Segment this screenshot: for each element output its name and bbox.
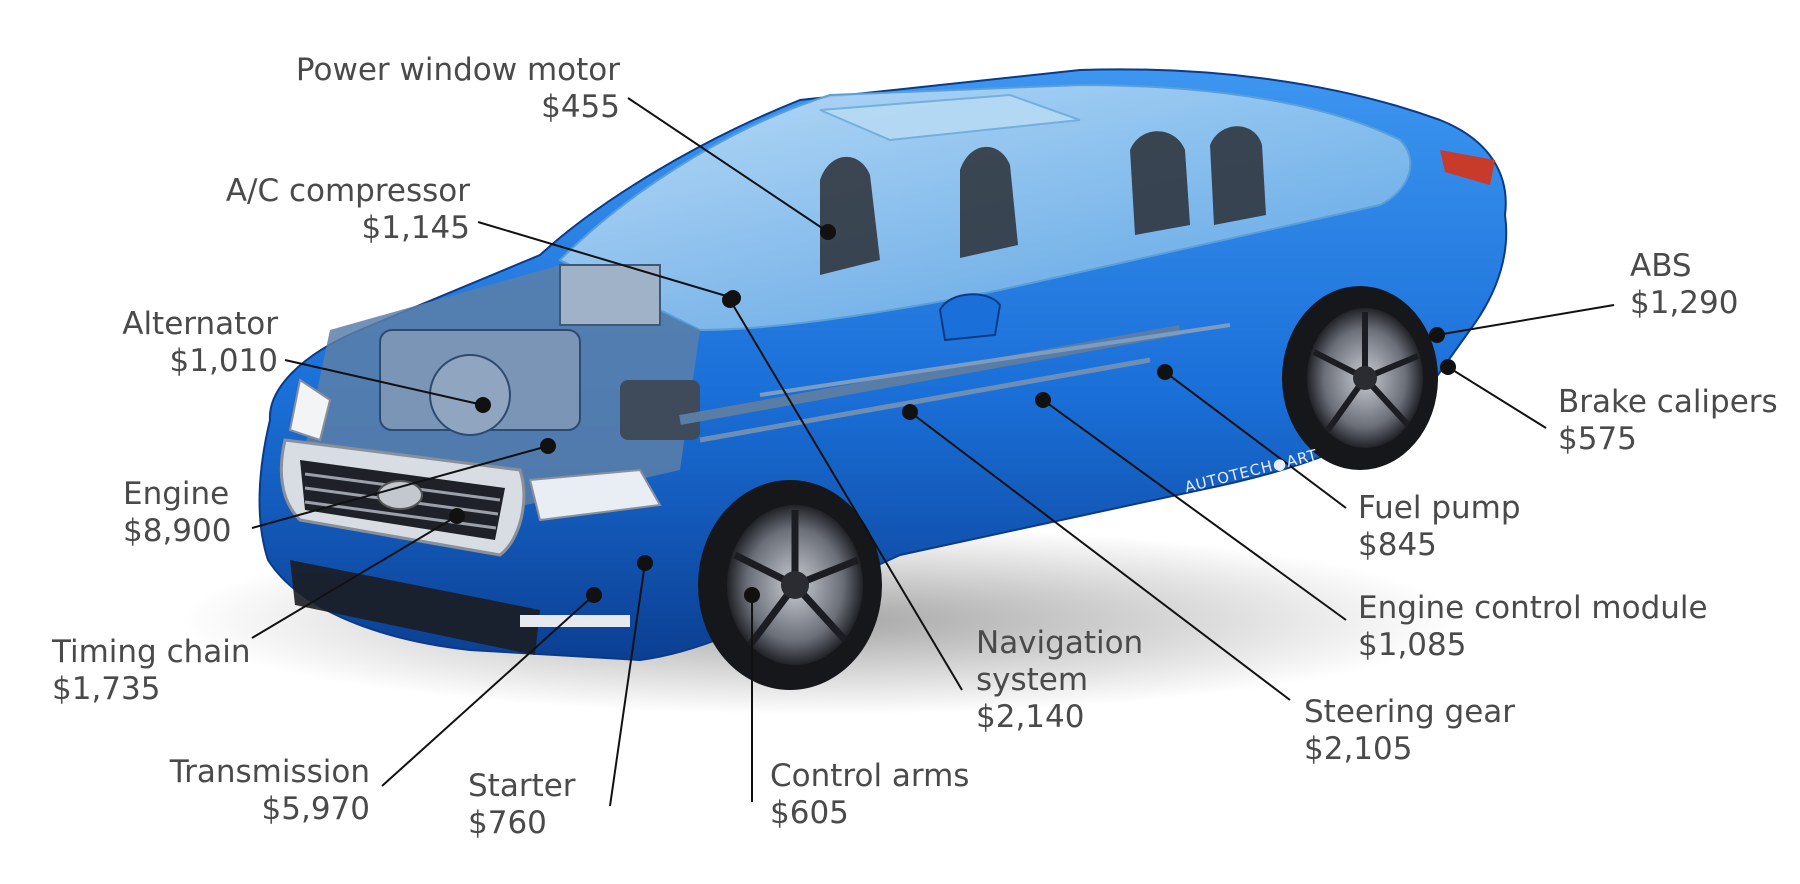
engine-label: Engine$8,900 — [123, 476, 231, 550]
leader-lines — [251, 97, 1615, 807]
ac-compressor-price: $1,145 — [361, 210, 470, 246]
engine-marker-dot — [540, 438, 556, 454]
timing-chain-leader-line — [251, 515, 458, 639]
tail-light — [1440, 150, 1495, 185]
brake-calipers-marker-dot — [1440, 359, 1456, 375]
fuel-pump-leader-line — [1164, 371, 1347, 509]
navigation-system-leader-line — [729, 299, 963, 691]
ac-compressor-label: A/C compressor$1,145 — [226, 173, 470, 247]
power-window-motor-label: Power window motor$455 — [296, 52, 620, 126]
alternator-leader-line — [284, 359, 484, 406]
navigation-system-name-line-1: Navigation — [976, 625, 1144, 661]
engine-control-module-price: $1,085 — [1358, 627, 1467, 663]
abs-label: ABS$1,290 — [1630, 248, 1738, 322]
starter-name: Starter — [468, 768, 576, 804]
sunroof — [819, 93, 1081, 142]
starter-label: Starter$760 — [468, 768, 576, 842]
transmission-price: $5,970 — [261, 791, 370, 827]
brake-calipers-leader-line — [1447, 366, 1547, 429]
starter-leader-line — [609, 562, 646, 807]
fuel-pump-name: Fuel pump — [1358, 490, 1521, 526]
fuel-pump-price: $845 — [1358, 527, 1437, 563]
control-arms-name: Control arms — [770, 758, 970, 794]
navigation-system-marker-dot — [722, 292, 738, 308]
fuel-pump-marker-dot — [1157, 364, 1173, 380]
ac-compressor-leader-line — [477, 221, 734, 299]
engine-control-module-name: Engine control module — [1358, 590, 1708, 626]
timing-chain-name: Timing chain — [52, 634, 251, 670]
transmission-marker-dot — [586, 587, 602, 603]
timing-chain-price: $1,735 — [52, 671, 161, 707]
abs-leader-line — [1436, 304, 1615, 336]
power-window-motor-marker-dot — [820, 224, 836, 240]
steering-gear-name: Steering gear — [1304, 694, 1516, 730]
navigation-system-price: $2,140 — [976, 699, 1085, 735]
abs-marker-dot — [1429, 327, 1445, 343]
abs-price: $1,290 — [1630, 285, 1739, 321]
abs-name: ABS — [1630, 248, 1692, 284]
engine-control-module-label: Engine control module$1,085 — [1358, 590, 1708, 664]
seats — [820, 126, 1266, 275]
navigation-system-name-line-2: system — [976, 662, 1089, 698]
ac-compressor-name: A/C compressor — [225, 173, 470, 209]
fuel-pump-label: Fuel pump$845 — [1358, 490, 1521, 564]
brake-calipers-label: Brake calipers$575 — [1558, 384, 1778, 458]
engine-price: $8,900 — [123, 513, 232, 549]
control-arms-marker-dot — [744, 587, 760, 603]
power-window-motor-leader-line — [627, 97, 829, 233]
alternator-label: Alternator$1,010 — [122, 306, 278, 380]
front-wheel — [698, 480, 882, 690]
control-arms-price: $605 — [770, 795, 849, 831]
power-window-motor-price: $455 — [541, 89, 620, 125]
side-mirror — [938, 293, 1002, 342]
steering-gear-marker-dot — [902, 404, 918, 420]
engine-name: Engine — [123, 476, 230, 512]
starter-price: $760 — [468, 805, 547, 841]
engine-control-module-marker-dot — [1035, 392, 1051, 408]
brake-calipers-price: $575 — [1558, 421, 1637, 457]
starter-marker-dot — [637, 555, 653, 571]
engine-leader-line — [251, 445, 549, 529]
steering-gear-price: $2,105 — [1304, 731, 1413, 767]
alternator-marker-dot — [475, 397, 491, 413]
transmission-leader-line — [381, 594, 595, 787]
alternator-name: Alternator — [122, 306, 278, 342]
control-arms-label: Control arms$605 — [770, 758, 969, 832]
transmission-label: Transmission$5,970 — [170, 754, 370, 828]
steering-gear-leader-line — [909, 411, 1291, 701]
alternator-price: $1,010 — [169, 343, 278, 379]
engine-control-module-leader-line — [1042, 399, 1347, 621]
timing-chain-label: Timing chain$1,735 — [52, 634, 251, 708]
rear-wheel — [1282, 286, 1438, 470]
transmission-name: Transmission — [169, 754, 370, 790]
steering-gear-label: Steering gear$2,105 — [1304, 694, 1515, 768]
power-window-motor-name: Power window motor — [295, 52, 620, 88]
brake-calipers-name: Brake calipers — [1558, 384, 1778, 420]
timing-chain-marker-dot — [449, 508, 465, 524]
